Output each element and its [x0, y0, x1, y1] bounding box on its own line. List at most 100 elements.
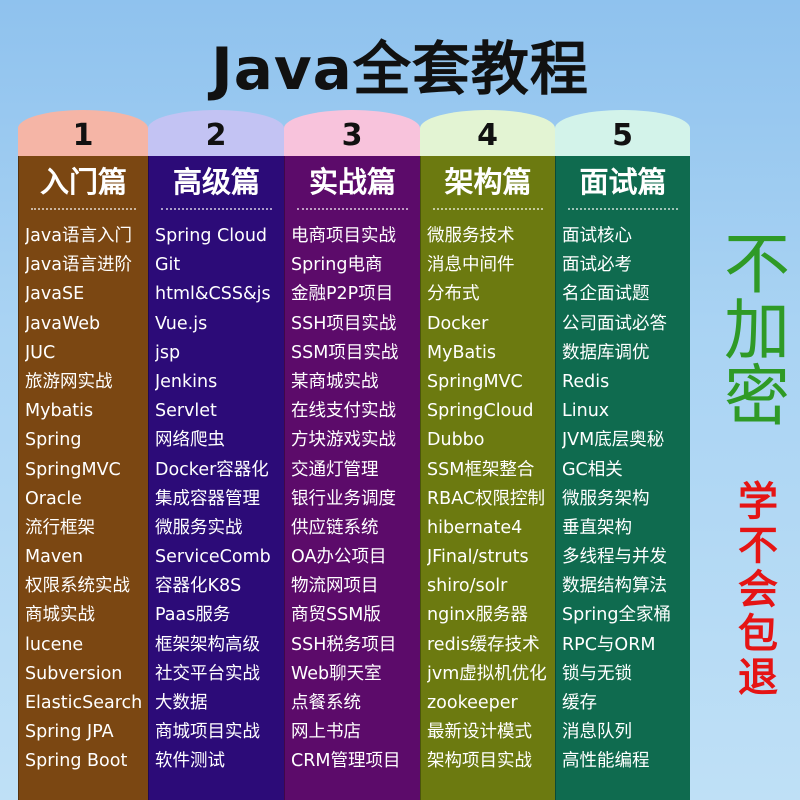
course-item: Web聊天室	[291, 663, 382, 684]
course-item: Spring	[25, 430, 82, 451]
divider	[31, 208, 136, 210]
course-item: SpringMVC	[25, 459, 121, 480]
course-item: 最新设计模式	[427, 722, 532, 743]
course-item: Paas服务	[155, 605, 231, 626]
course-item: 数据结构算法	[562, 576, 667, 597]
column-category: 面试篇	[579, 165, 667, 199]
course-item: redis缓存技术	[427, 634, 540, 655]
course-item: RPC与ORM	[562, 634, 656, 655]
course-item: 金融P2P项目	[291, 284, 394, 305]
column-category: 实战篇	[308, 165, 396, 199]
course-item: 权限系统实战	[25, 576, 130, 597]
course-item: 大数据	[155, 693, 208, 713]
course-item: RBAC权限控制	[427, 488, 546, 509]
course-item: 缓存	[562, 693, 597, 713]
course-item: Spring Boot	[25, 751, 128, 772]
course-item: 微服务技术	[427, 226, 515, 246]
course-item: 垂直架构	[562, 517, 632, 538]
course-item: lucene	[25, 634, 84, 655]
course-item: Subversion	[25, 663, 123, 684]
course-item: jvm虚拟机优化	[427, 663, 547, 684]
course-item: 架构项目实战	[427, 751, 532, 772]
course-item: ElasticSearch	[25, 693, 143, 713]
column-number: 4	[477, 118, 498, 153]
course-item: 微服务实战	[155, 517, 243, 538]
course-item: 商城实战	[25, 605, 95, 626]
course-item: Mybatis	[25, 401, 94, 422]
course-item: SSH项目实战	[291, 313, 397, 334]
course-item: Docker容器化	[155, 459, 269, 480]
course-item: 银行业务调度	[291, 488, 396, 509]
course-item: Spring JPA	[25, 722, 114, 743]
course-item: 网络爬虫	[155, 430, 225, 451]
course-item: 网上书店	[291, 722, 361, 743]
course-item: 面试核心	[562, 226, 632, 246]
course-item: GC相关	[562, 459, 623, 480]
course-item: Redis	[562, 371, 610, 392]
column-number-tab: 2	[148, 110, 284, 156]
column-category: 入门篇	[39, 165, 127, 199]
course-item: 物流网项目	[291, 576, 379, 597]
course-item: 旅游网实战	[25, 371, 113, 392]
column-number-tab: 4	[420, 110, 555, 156]
course-item: Spring Cloud	[155, 226, 268, 246]
column-category: 高级篇	[172, 165, 260, 199]
course-item: 容器化K8S	[155, 576, 242, 597]
course-item: 供应链系统	[291, 517, 379, 538]
course-item: shiro/solr	[427, 576, 508, 597]
course-item: JFinal/struts	[427, 547, 529, 568]
column-number-tab: 1	[18, 110, 148, 156]
course-item: zookeeper	[427, 693, 518, 713]
divider	[433, 208, 543, 210]
course-item: jsp	[155, 342, 181, 363]
column-number-tab: 3	[284, 110, 420, 156]
course-item: SpringCloud	[427, 401, 534, 422]
course-item: Spring全家桶	[562, 605, 671, 626]
course-item: 消息中间件	[427, 255, 515, 276]
column-number-tab: 5	[555, 110, 690, 156]
course-item: Spring电商	[291, 255, 383, 276]
page-title: Java全套教程	[211, 35, 589, 103]
course-item: nginx服务器	[427, 605, 529, 626]
course-item: Maven	[25, 547, 84, 568]
course-item: 流行框架	[25, 517, 95, 538]
course-item: 社交平台实战	[155, 663, 260, 684]
course-item: hibernate4	[427, 517, 523, 538]
course-item: 框架架构高级	[155, 634, 260, 655]
course-item: 多线程与并发	[562, 547, 667, 568]
course-item: JavaSE	[25, 284, 85, 305]
course-item: 数据库调优	[562, 342, 650, 363]
course-item: 集成容器管理	[155, 488, 260, 509]
course-item: 某商城实战	[291, 371, 379, 392]
course-item: JUC	[25, 342, 56, 363]
course-item: MyBatis	[427, 342, 497, 363]
course-item: 面试必考	[562, 255, 632, 276]
course-item: Java语言入门	[25, 226, 132, 246]
course-item: SSM框架整合	[427, 459, 535, 480]
course-item: Dubbo	[427, 430, 485, 451]
course-item: 消息队列	[562, 722, 632, 743]
course-item: Servlet	[155, 401, 217, 422]
course-item: Java语言进阶	[25, 255, 132, 276]
course-item: Jenkins	[155, 371, 218, 392]
course-item: SpringMVC	[427, 371, 523, 392]
course-item: Docker	[427, 313, 489, 334]
refund-guarantee-label: 学不会包退	[738, 479, 778, 701]
course-item: 点餐系统	[291, 693, 361, 713]
course-item: 方块游戏实战	[291, 430, 396, 451]
column-number: 1	[72, 118, 94, 153]
course-item: 交通灯管理	[291, 459, 379, 480]
course-item: 高性能编程	[562, 751, 650, 772]
divider	[568, 208, 678, 210]
divider	[297, 208, 408, 210]
course-item: Linux	[562, 401, 610, 422]
course-item: JavaWeb	[25, 313, 101, 334]
